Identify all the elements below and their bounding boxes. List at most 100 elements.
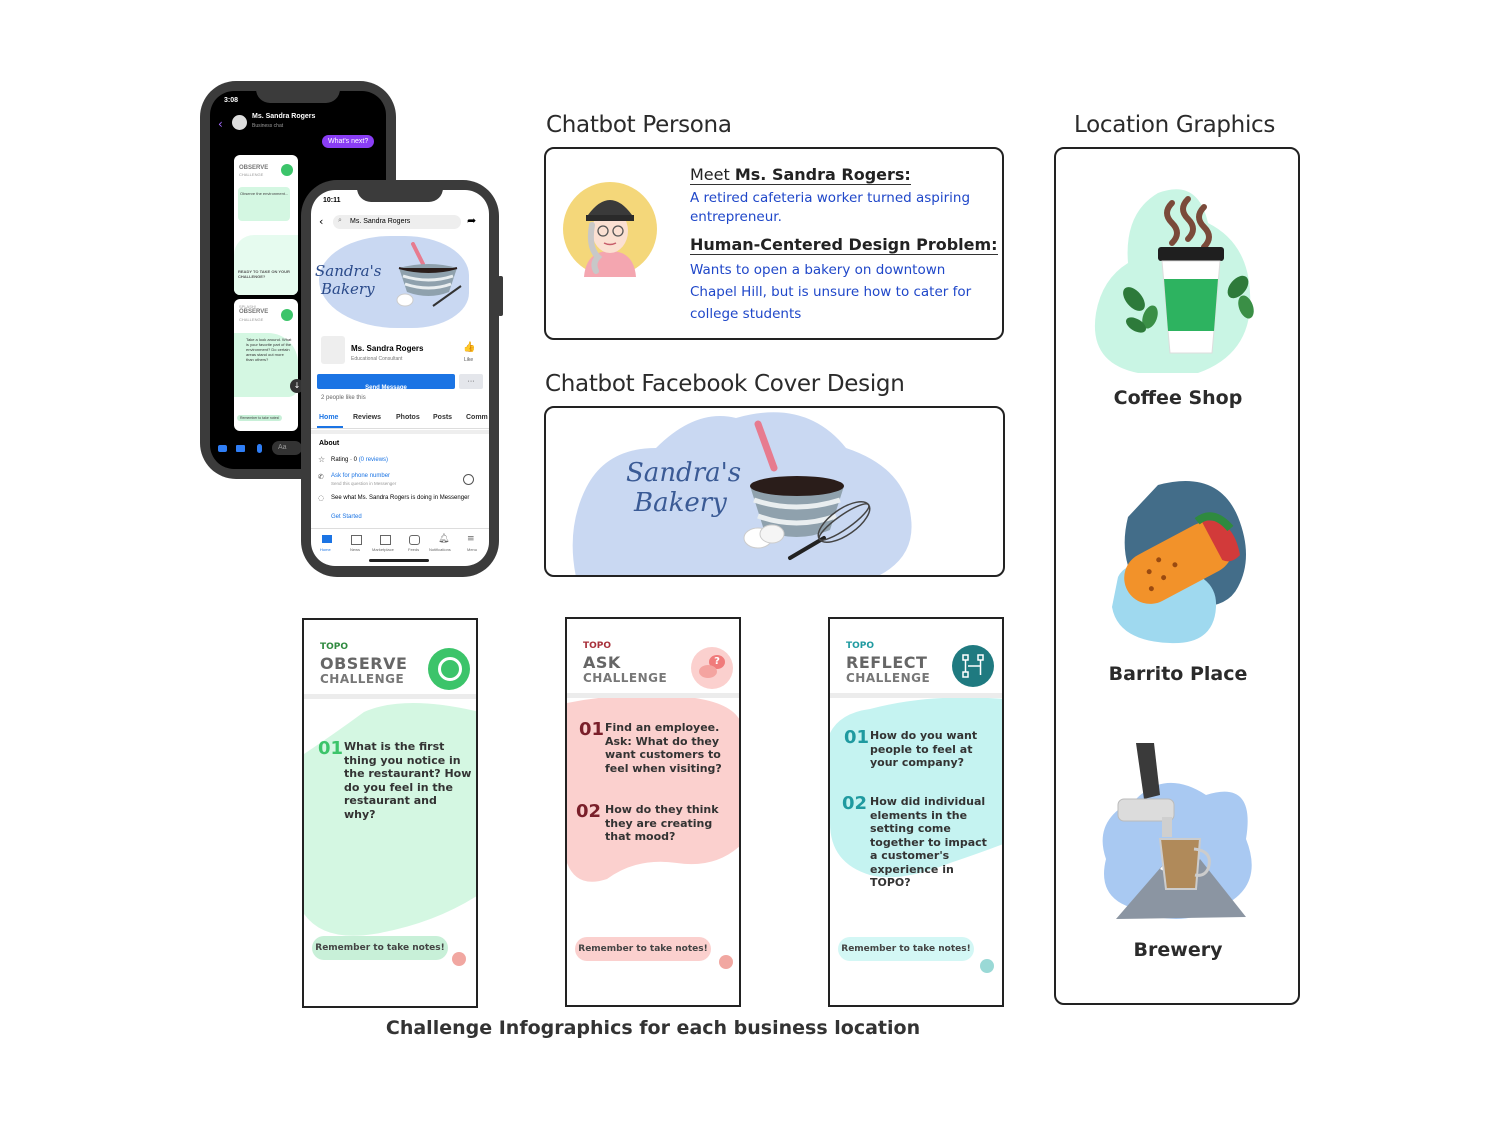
persona-problem-text: Wants to open a bakery on downtown Chape… (690, 262, 972, 322)
chat-contact-name: Ms. Sandra Rogers (252, 113, 316, 120)
persona-problem-label: Human-Centered Design Problem: (690, 235, 998, 255)
card-avatar (980, 959, 994, 973)
search-bar[interactable]: ⌕ Ms. Sandra Rogers (333, 215, 461, 229)
search-icon (281, 309, 293, 321)
card-q2-number: 02 (842, 793, 868, 814)
chat-card-body (238, 187, 290, 221)
page-role: Educational Consultant (351, 356, 403, 362)
share-icon[interactable]: ➦ (467, 214, 477, 227)
scroll-down-icon[interactable]: ↓ (290, 379, 304, 393)
news-icon[interactable] (351, 535, 362, 545)
image-icon[interactable] (236, 445, 245, 452)
ask-phone-link[interactable]: Ask for phone number (331, 473, 391, 479)
status-time: 3:08 (224, 97, 239, 104)
card-q1-number: 01 (579, 719, 605, 740)
card-avatar (452, 952, 466, 966)
persona-avatar (563, 182, 657, 277)
tab-photos[interactable]: Photos (396, 414, 420, 421)
like-thumb-icon[interactable]: 👍 (463, 342, 476, 353)
back-arrow-icon[interactable]: ‹ (319, 215, 324, 228)
marketplace-icon[interactable] (380, 535, 391, 545)
home-indicator (369, 559, 429, 562)
nav-home[interactable]: Home (320, 547, 331, 552)
card-q1-text: How do you want people to feel at your c… (870, 729, 978, 769)
flow-diagram-glyph (962, 654, 984, 678)
card-divider (830, 693, 1002, 698)
facebook-phone-mockup: 10:11 ‹ ⌕ Ms. Sandra Rogers ➦ Sandra's B… (301, 180, 503, 577)
rating-prefix: Rating · 0 (331, 457, 359, 463)
chat-card-title: OBSERVE (239, 165, 269, 171)
tab-home[interactable]: Home (319, 414, 339, 421)
page-cover-photo: Sandra's Bakery (311, 232, 489, 330)
challenge-card-reflect: TOPO REFLECT CHALLENGE 01 How do you wan… (828, 617, 1004, 1007)
card-subtitle: CHALLENGE (846, 671, 931, 685)
location-label-coffee: Coffee Shop (1113, 387, 1243, 409)
chat-card-topo: SPLASH! (239, 304, 256, 309)
message-input[interactable]: Aa (272, 441, 302, 455)
card-topo: TOPO (583, 641, 612, 651)
nav-marketplace[interactable]: Marketplace (372, 547, 394, 552)
like-label[interactable]: Like (464, 357, 474, 363)
likes-count: 2 people like this (321, 395, 366, 401)
cover-brand-line1: Sandra's (315, 262, 382, 280)
send-message-label: Send Message (365, 385, 407, 391)
star-icon: ☆ (318, 455, 326, 464)
home-icon[interactable] (322, 535, 332, 543)
card-note-bubble: Remember to take notes! (838, 937, 974, 961)
cover-brand-line1: Sandra's (626, 458, 742, 488)
send-message-button[interactable]: Send Message (317, 374, 455, 391)
card-title: ASK (583, 653, 621, 672)
chat-note-bubble: Remember to take notes! (237, 415, 283, 421)
mixing-bowl-icon (743, 420, 871, 560)
about-divider (311, 430, 489, 434)
card-green-blob (304, 703, 476, 936)
avatar (232, 115, 247, 130)
bell-icon[interactable]: 🔔︎ (438, 534, 450, 544)
card-topo: TOPO (846, 641, 875, 651)
chat-card-sub: CHALLENGE (239, 172, 264, 177)
back-chevron-icon[interactable]: ‹ (218, 117, 223, 131)
messenger-icon[interactable] (463, 474, 474, 485)
challenge-card-ask: TOPO ASK CHALLENGE ? 01 Find an employee… (565, 617, 741, 1007)
user-message-bubble: What's next? (322, 135, 375, 148)
chat-card-observe-2: SPLASH! OBSERVE CHALLENGE Take a look ar… (234, 299, 298, 431)
tab-community[interactable]: Comm (466, 414, 488, 421)
feeds-icon[interactable] (409, 535, 420, 545)
cover-panel: Sandra's Bakery (544, 406, 1005, 577)
location-panel: Coffee Shop Barrito Place Brewery (1054, 147, 1300, 1005)
persona-meet-label: Meet Ms. Sandra Rogers: (690, 165, 911, 185)
card-divider (304, 694, 476, 699)
menu-icon[interactable]: ≡ (467, 534, 475, 544)
page-name: Ms. Sandra Rogers (351, 344, 424, 353)
status-time: 10:11 (323, 197, 341, 204)
challenge-card-observe: TOPO OBSERVE CHALLENGE 01 What is the fi… (302, 618, 478, 1008)
nav-news[interactable]: News (350, 547, 361, 552)
phone-notch (256, 81, 340, 103)
nav-menu[interactable]: Menu (467, 547, 478, 552)
nav-feeds[interactable]: Feeds (408, 547, 420, 552)
card-title: OBSERVE (320, 654, 408, 673)
search-input[interactable]: Ms. Sandra Rogers (350, 218, 411, 225)
card-title: REFLECT (846, 653, 928, 672)
card-divider (567, 693, 739, 698)
beer-tap-icon (1102, 743, 1252, 919)
nav-notifications[interactable]: Notifications (429, 547, 451, 552)
card-note-bubble: Remember to take notes! (312, 936, 448, 960)
more-button[interactable]: ··· (459, 374, 483, 389)
coffee-cup-icon (1094, 189, 1254, 373)
card-teal-blob (830, 697, 1002, 878)
flow-diagram-icon (952, 645, 994, 687)
location-label-burrito: Barrito Place (1108, 663, 1248, 685)
camera-icon[interactable] (218, 445, 227, 452)
card-note-bubble: Remember to take notes! (575, 937, 711, 961)
tab-posts[interactable]: Posts (433, 414, 453, 421)
tab-reviews[interactable]: Reviews (353, 414, 382, 421)
microphone-icon[interactable] (257, 444, 262, 453)
card-avatar (719, 955, 733, 969)
mixing-bowl-icon (396, 242, 462, 307)
get-started-link[interactable]: Get Started (331, 514, 362, 520)
search-icon (428, 648, 470, 690)
persona-heading: Chatbot Persona (546, 112, 732, 138)
search-icon: ⌕ (338, 217, 342, 224)
rating-link[interactable]: (0 reviews) (358, 457, 389, 463)
